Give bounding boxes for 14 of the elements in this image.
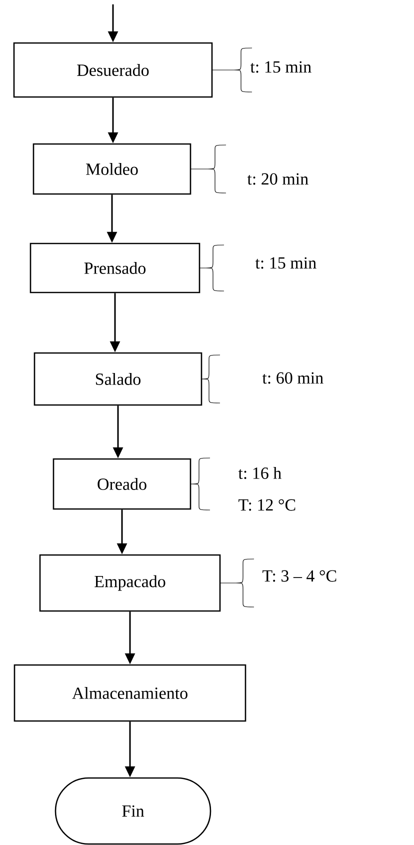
process-box: Almacenamiento — [14, 664, 246, 722]
condition-label: T: 12 °C — [238, 499, 296, 511]
condition-label: t: 15 min — [250, 61, 312, 73]
process-box: Moldeo — [32, 143, 192, 195]
condition-label: t: 20 min — [247, 173, 308, 185]
process-box: Desuerado — [13, 42, 213, 98]
condition-label: t: 15 min — [255, 257, 316, 269]
process-box: Prensado — [30, 242, 200, 294]
process-box: Empacado — [39, 554, 221, 612]
process-box: Salado — [34, 352, 202, 406]
condition-label: t: 16 h — [238, 466, 282, 479]
condition-label: T: 3 – 4 °C — [262, 570, 336, 582]
condition-label: t: 60 min — [262, 372, 324, 384]
process-box: Oreado — [52, 458, 192, 510]
